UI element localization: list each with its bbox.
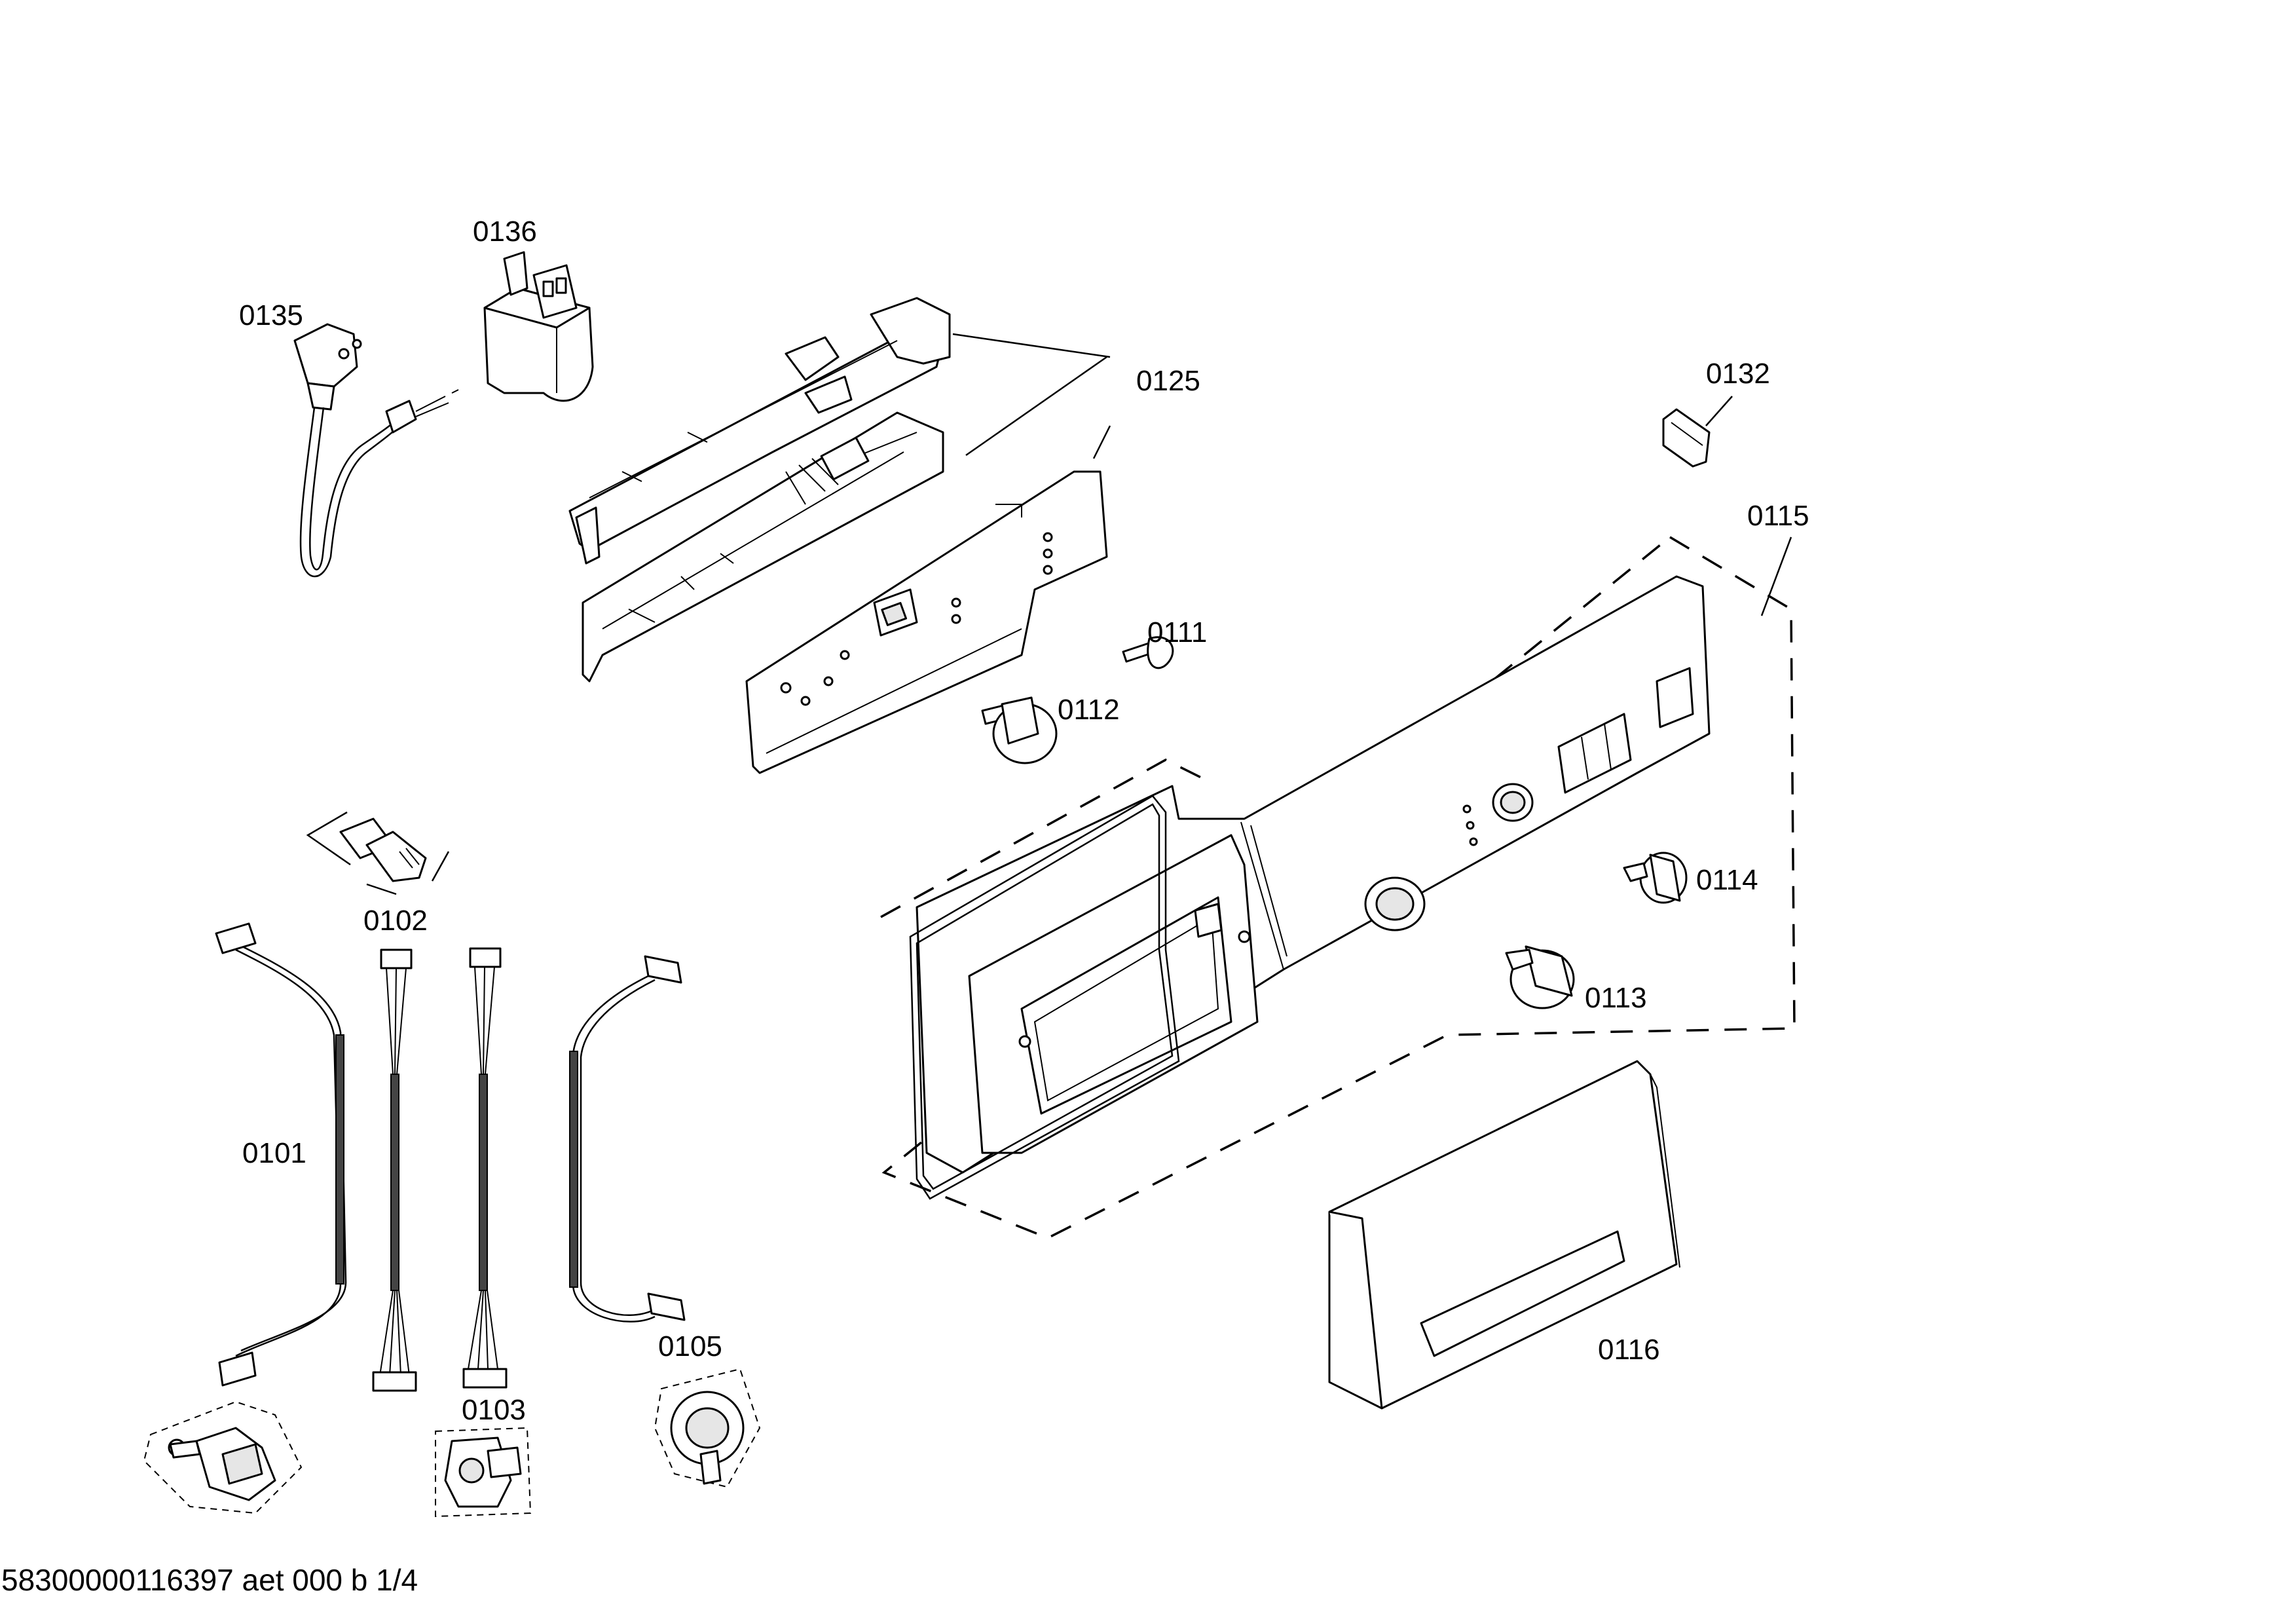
label-0135: 0135 xyxy=(239,299,303,331)
label-0111: 0111 xyxy=(1147,616,1207,648)
label-0105: 0105 xyxy=(658,1330,722,1362)
label-0136: 0136 xyxy=(473,216,537,248)
part-0114-knob xyxy=(1623,852,1688,904)
part-0113-knob xyxy=(1505,945,1575,1009)
part-0132-bracket xyxy=(1662,396,1733,468)
part-0125-electronic-module xyxy=(568,297,1111,774)
part-0102-sensor xyxy=(306,811,450,895)
part-valve-left xyxy=(143,1400,303,1514)
label-0114: 0114 xyxy=(1696,864,1758,896)
label-0103: 0103 xyxy=(462,1394,526,1426)
label-0113: 0113 xyxy=(1585,982,1647,1014)
part-0135-power-cord xyxy=(293,323,459,578)
part-0136-filter xyxy=(483,251,594,402)
label-0125: 0125 xyxy=(1136,365,1200,397)
label-0112: 0112 xyxy=(1058,694,1120,726)
label-0101: 0101 xyxy=(242,1137,306,1169)
label-0116: 0116 xyxy=(1598,1334,1660,1366)
label-0115: 0115 xyxy=(1747,500,1809,532)
part-0116-drawer-front xyxy=(1328,1060,1680,1410)
part-0111-pin xyxy=(1122,636,1174,669)
part-0101-wire-harnesses xyxy=(215,922,686,1392)
part-0103-valve xyxy=(435,1427,532,1518)
part-0112-selector-disc xyxy=(981,696,1058,764)
part-0105-pressure-switch xyxy=(654,1368,761,1488)
part-0115-control-panel xyxy=(880,535,1796,1239)
drawing-reference: 58300000116397 aet 000 b 1/4 xyxy=(1,1563,418,1597)
label-0132: 0132 xyxy=(1706,358,1770,390)
label-0102: 0102 xyxy=(363,905,428,937)
